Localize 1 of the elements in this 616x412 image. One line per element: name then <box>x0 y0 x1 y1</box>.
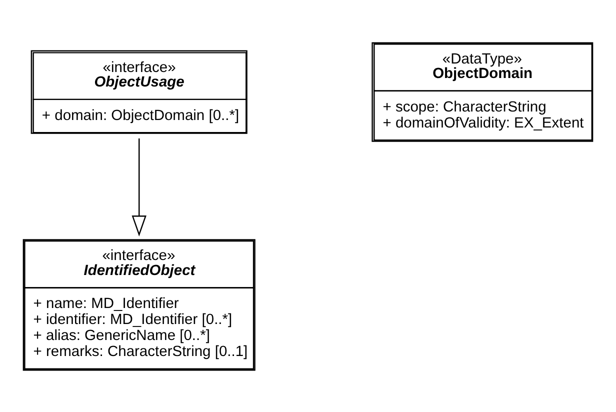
arrow <box>132 138 146 236</box>
